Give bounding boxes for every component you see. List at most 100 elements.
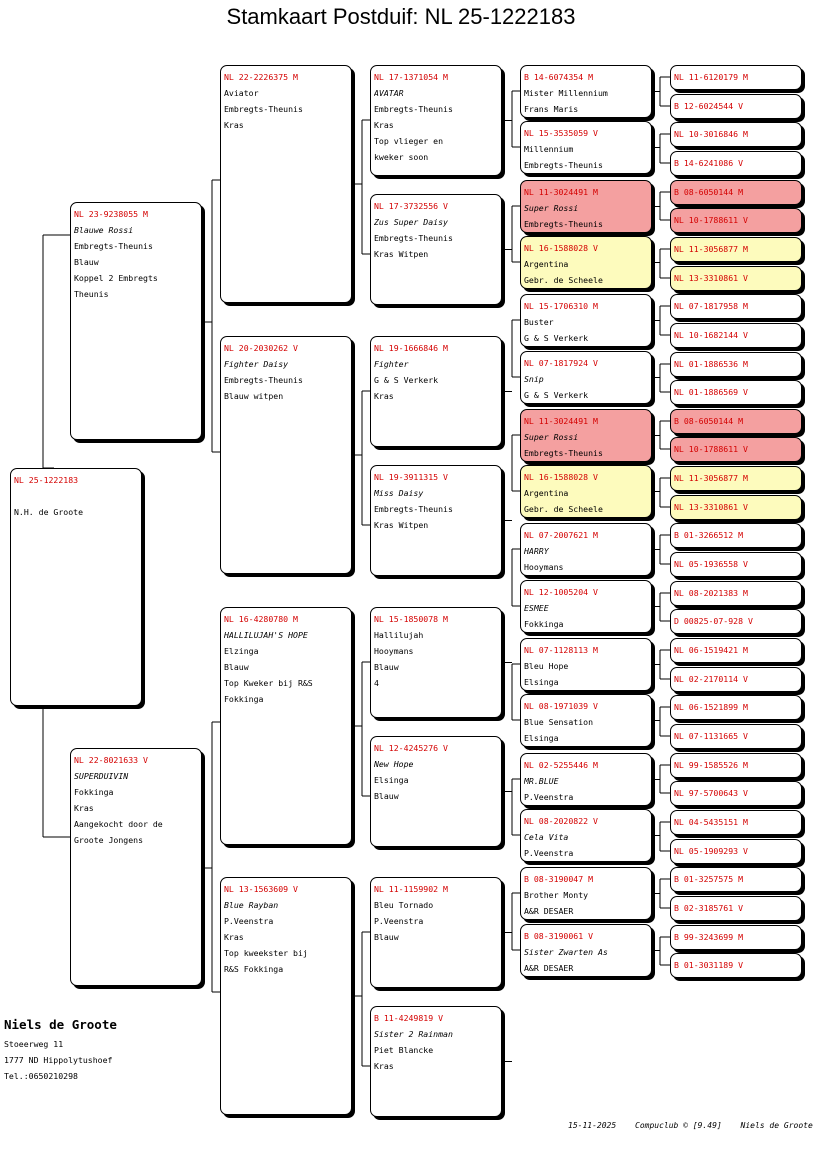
pigeon-card-gen5: NL 08-2021383 M [670, 581, 802, 606]
pigeon-name: Bleu Tornado [374, 900, 434, 910]
pigeon-info: P.Veenstra [524, 792, 574, 802]
ring-number: NL 16-1588028 V [524, 472, 598, 482]
ring-number: NL 25-1222183 [14, 475, 79, 485]
pigeon-info: Hooymans [524, 562, 564, 572]
ring-number: B 11-4249819 V [374, 1013, 444, 1023]
ring-number: NL 08-1971039 V [524, 701, 598, 711]
pigeon-info: Elzinga [224, 646, 259, 656]
pigeon-info: Top Kweker bij R&S [224, 678, 313, 688]
footer-date: 15-11-2025 [568, 1121, 617, 1130]
pigeon-info: G & S Verkerk [524, 333, 589, 343]
pigeon-info: P.Veenstra [224, 916, 274, 926]
pigeon-info: Kras Witpen [374, 520, 429, 530]
ring-number: NL 06-1521899 M [674, 702, 748, 712]
pigeon-name: HALLILUJAH'S HOPE [224, 630, 308, 640]
pigeon-name: Mister Millennium [524, 88, 608, 98]
pigeon-info: Koppel 2 Embregts [74, 273, 158, 283]
ring-number: B 08-6050144 M [674, 187, 744, 197]
pigeon-name: Zus Super Daisy [374, 217, 448, 227]
pigeon-name [14, 488, 139, 504]
pigeon-info: Blauw [74, 257, 99, 267]
ring-number: B 01-3266512 M [674, 530, 744, 540]
pigeon-name: HARRY [524, 546, 549, 556]
pigeon-info: Kras [74, 803, 94, 813]
pigeon-card-gen5: NL 11-3056877 M [670, 466, 802, 491]
pigeon-name: Buster [524, 317, 554, 327]
pigeon-info: Frans Maris [524, 104, 579, 114]
pigeon-info: Theunis [74, 289, 109, 299]
pigeon-name: Miss Daisy [374, 488, 424, 498]
ring-number: B 01-3031189 V [674, 960, 744, 970]
pigeon-info: R&S Fokkinga [224, 964, 284, 974]
pigeon-name: SUPERDUIVIN [74, 771, 129, 781]
ring-number: NL 02-2170114 V [674, 674, 748, 684]
pigeon-info: Top vlieger en [374, 136, 444, 146]
pigeon-info: Kras [374, 1061, 394, 1071]
footer: 15-11-2025 Compuclub © [9.49] Niels de G… [568, 1121, 816, 1130]
ring-number: NL 08-2020822 V [524, 816, 598, 826]
ring-number: NL 10-3016846 M [674, 129, 748, 139]
ring-number: NL 16-1588028 V [524, 243, 598, 253]
pigeon-info: Fokkinga [74, 787, 114, 797]
pigeon-name: Aviator [224, 88, 259, 98]
pigeon-name: Brother Monty [524, 890, 589, 900]
pigeon-info: Kras [374, 120, 394, 130]
footer-program: Compuclub © [9.49] [635, 1121, 722, 1130]
pigeon-name: MR.BLUE [524, 776, 559, 786]
ring-number: NL 97-5700643 V [674, 788, 748, 798]
pigeon-card-gen5: B 02-3185761 V [670, 896, 802, 921]
pigeon-info: A&R DESAER [524, 963, 574, 973]
ring-number: NL 10-1788611 V [674, 215, 748, 225]
pigeon-card-gen5: NL 11-3056877 M [670, 237, 802, 262]
ring-number: NL 22-8021633 V [74, 755, 148, 765]
pigeon-card-gen5: NL 13-3310861 V [670, 266, 802, 291]
ring-number: NL 12-1005204 V [524, 587, 598, 597]
ring-number: NL 11-3024491 M [524, 187, 598, 197]
ring-number: NL 12-4245276 V [374, 743, 448, 753]
ring-number: NL 22-2226375 M [224, 72, 298, 82]
pigeon-name: Argentina [524, 259, 569, 269]
ring-number: NL 23-9238055 M [74, 209, 148, 219]
pigeon-name: Hallilujah [374, 630, 424, 640]
ring-number: NL 07-1128113 M [524, 645, 598, 655]
pigeon-name: Fighter Daisy [224, 359, 289, 369]
pigeon-card-gen5: NL 01-1886536 M [670, 352, 802, 377]
ring-number: B 08-6050144 M [674, 416, 744, 426]
ring-number: B 02-3185761 V [674, 903, 744, 913]
ring-number: NL 19-1666846 M [374, 343, 448, 353]
pigeon-card-gen5: NL 07-1131665 V [670, 724, 802, 749]
pigeon-name: Super Rossi [524, 203, 579, 213]
pigeon-info: Gebr. de Scheele [524, 504, 603, 514]
pigeon-card-gen5: NL 10-1788611 V [670, 437, 802, 462]
ring-number: NL 01-1886536 M [674, 359, 748, 369]
ring-number: NL 99-1585526 M [674, 760, 748, 770]
pigeon-name: Blue Sensation [524, 717, 594, 727]
pigeon-info: Piet Blancke [374, 1045, 434, 1055]
ring-number: NL 16-4280780 M [224, 614, 298, 624]
pigeon-info: Embregts-Theunis [374, 233, 453, 243]
pigeon-info: Embregts-Theunis [74, 241, 153, 251]
ring-number: NL 13-1563609 V [224, 884, 298, 894]
pigeon-info: P.Veenstra [374, 916, 424, 926]
owner-phone: Tel.:0650210298 [4, 1071, 78, 1081]
pigeon-info: Elsinga [524, 677, 559, 687]
ring-number: NL 10-1788611 V [674, 444, 748, 454]
pigeon-info: Embregts-Theunis [524, 219, 603, 229]
pigeon-name: Snip [524, 374, 544, 384]
ring-number: NL 02-5255446 M [524, 760, 598, 770]
pigeon-name: AVATAR [374, 88, 404, 98]
ring-number: NL 01-1886569 V [674, 387, 748, 397]
ring-number: NL 04-5435151 M [674, 817, 748, 827]
ring-number: NL 11-6120179 M [674, 72, 748, 82]
pigeon-info: Elsinga [524, 733, 559, 743]
